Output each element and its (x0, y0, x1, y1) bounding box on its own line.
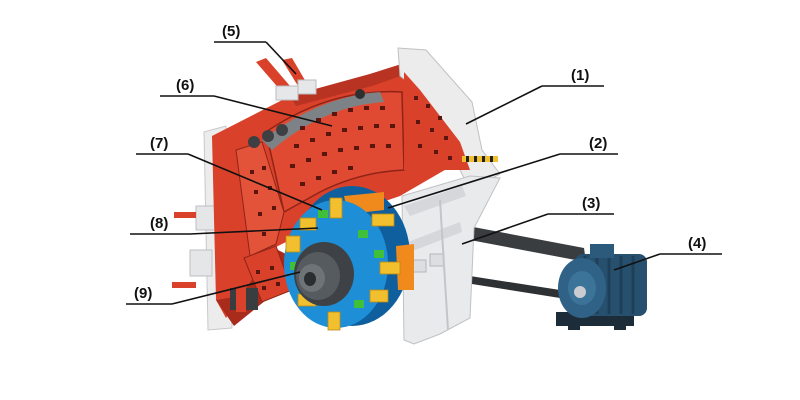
callout-label-7: (7) (150, 135, 168, 152)
front-frame (401, 175, 501, 345)
lid-rim (290, 62, 412, 106)
leader-line-5 (265, 41, 297, 75)
leader-line-8 (189, 227, 319, 235)
callout-label-3: (3) (582, 195, 600, 212)
blow-bar-1 (329, 197, 343, 219)
curtain-grey-arc (262, 92, 384, 150)
adjust-rod-1 (174, 212, 196, 218)
leader-line-3 (461, 213, 549, 245)
callout-label-6: (6) (176, 77, 194, 94)
leader-line-7 (187, 153, 323, 211)
leader-line-6 (213, 95, 333, 127)
blow-bar-5 (327, 311, 341, 331)
electric-motor (556, 244, 647, 330)
hammer-right (396, 244, 414, 290)
blow-bar-7 (285, 235, 301, 253)
curtain-hanger-2 (262, 130, 274, 142)
warning-stripe (462, 156, 498, 162)
callout-label-1: (1) (571, 67, 589, 84)
blow-bars (285, 197, 401, 331)
liner-holes (290, 106, 395, 186)
leader-line-4 (613, 253, 661, 271)
left-adjust-bracket-lower (189, 249, 213, 277)
callouts: (1) (2) (3) (4) (5) (6) (7) (8) (9) (126, 23, 722, 305)
blow-bar-2 (371, 213, 395, 227)
callout-label-4: (4) (688, 235, 706, 252)
callout-label-5: (5) (222, 23, 240, 40)
blow-bar-3 (379, 261, 401, 275)
drive-belt-lower (470, 276, 560, 298)
impact-curtain (235, 89, 405, 303)
curtain-hanger-3 (276, 124, 288, 136)
blow-bar-4 (369, 289, 389, 303)
right-frame (397, 47, 501, 345)
callout-label-8: (8) (150, 215, 168, 232)
leader-line-2 (387, 153, 561, 209)
motor-terminal-box (590, 244, 614, 258)
blow-bar-8 (299, 217, 317, 231)
leader-line-1 (465, 85, 543, 125)
rotor-assembly (230, 186, 414, 331)
top-bracket-2 (297, 79, 317, 95)
leader-line-9 (171, 271, 301, 305)
callout-label-9: (9) (134, 285, 152, 302)
motor-shaft (574, 286, 586, 298)
curtain-hanger-1 (248, 136, 260, 148)
callout-label-2: (2) (589, 135, 607, 152)
adjust-rod-2 (172, 282, 196, 288)
drive-belt-upper (468, 226, 586, 262)
belt-drive (468, 226, 586, 298)
top-bracket-1 (275, 85, 299, 101)
